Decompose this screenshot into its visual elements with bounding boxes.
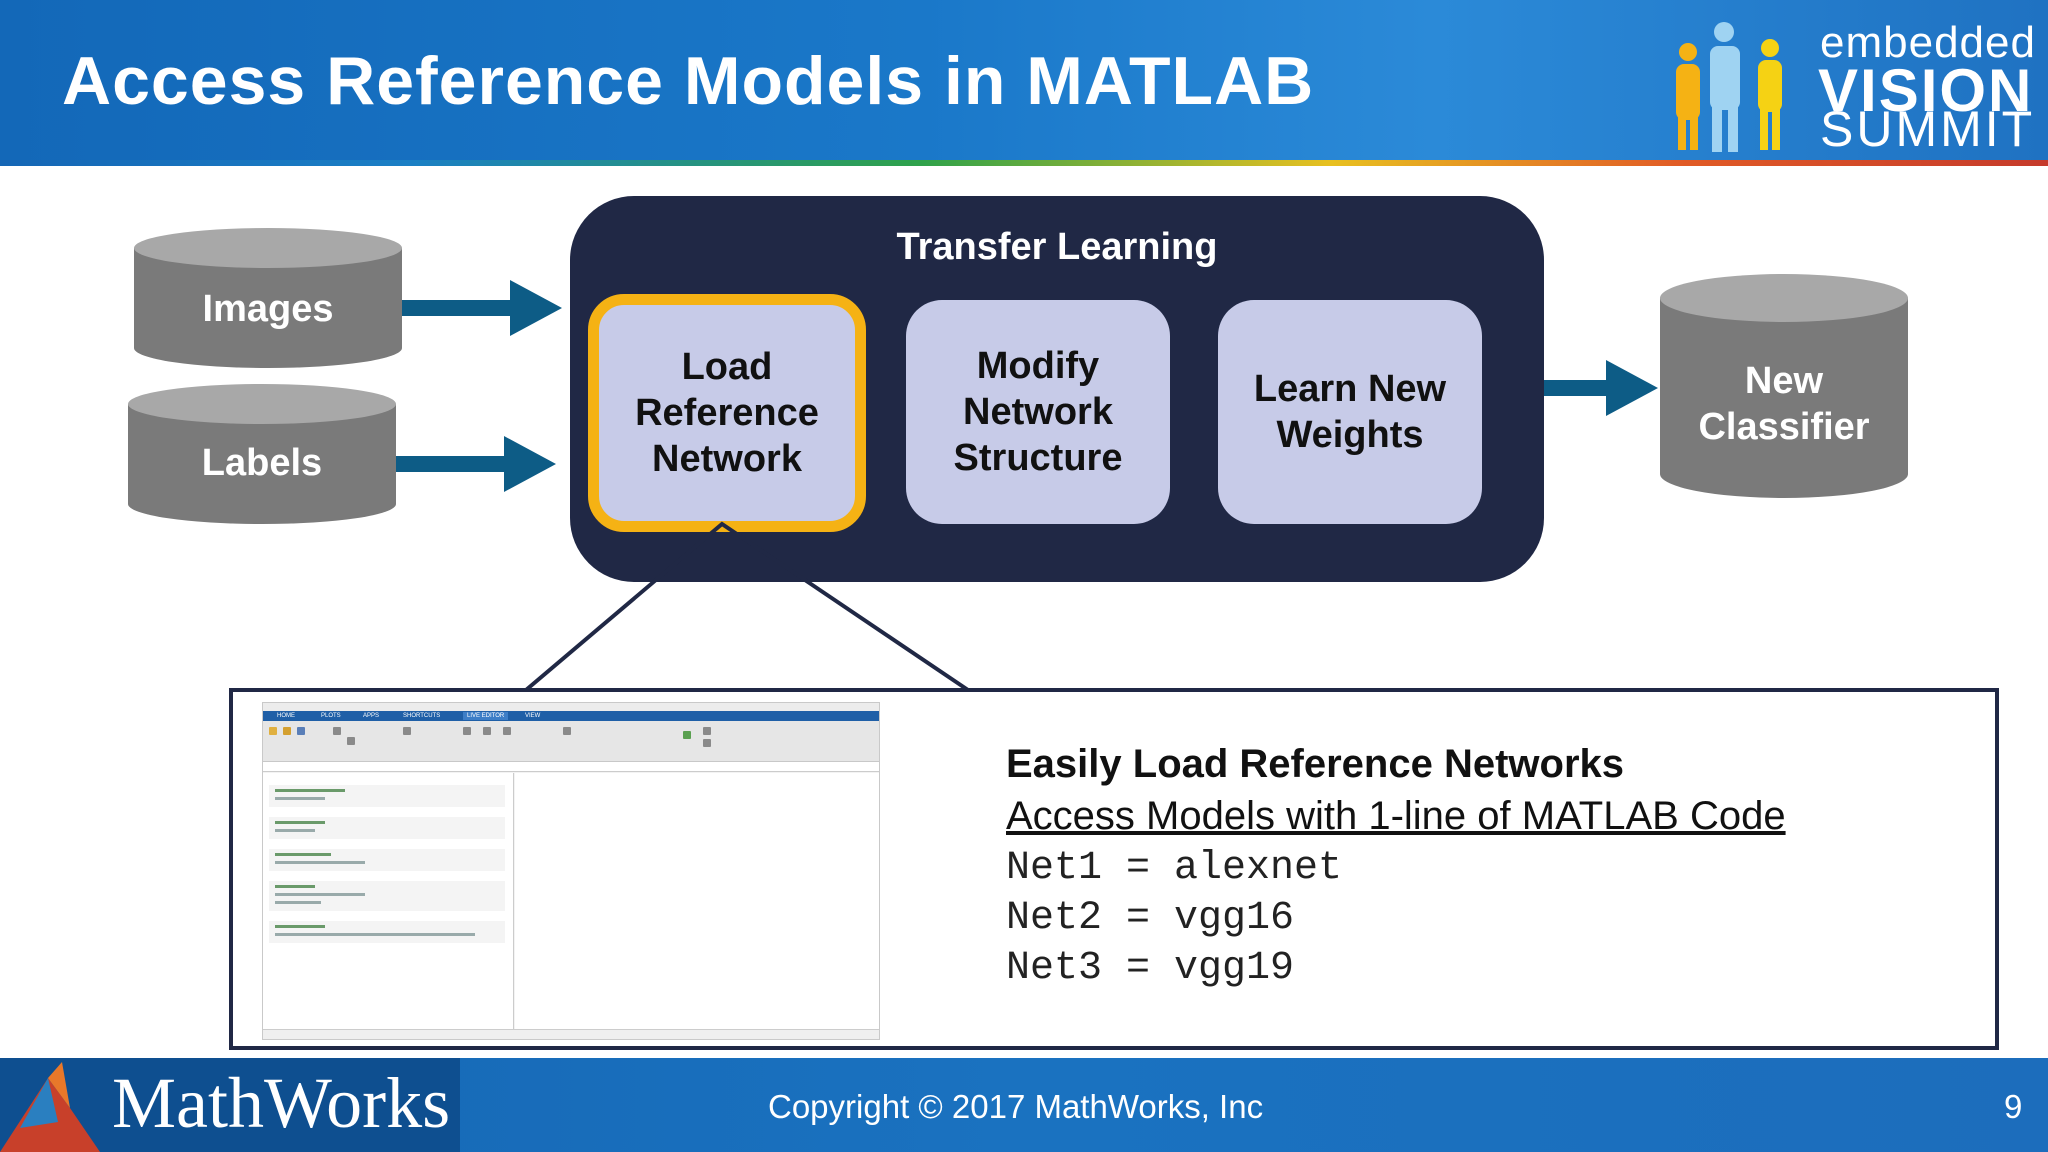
modify-network-structure-step: Modify Network Structure	[906, 300, 1170, 524]
new-icon[interactable]	[269, 727, 277, 735]
matlab-screenshot: HOME PLOTS APPS SHORTCUTS LIVE EDITOR VI…	[262, 702, 880, 1040]
matlab-tab[interactable]: APPS	[363, 713, 380, 719]
images-cylinder: Images	[134, 228, 402, 370]
images-arrow-icon	[402, 280, 562, 336]
page-number: 9	[2004, 1088, 2023, 1125]
new-classifier-line: Classifier	[1698, 406, 1870, 448]
code-line	[275, 797, 325, 800]
code-line	[275, 893, 365, 896]
equation-icon[interactable]	[563, 727, 571, 735]
code-line-net1: Net1 = alexnet	[1006, 846, 1343, 891]
step-line: Modify	[976, 345, 1100, 387]
step-line: Learn New	[1253, 368, 1447, 410]
find-icon[interactable]	[333, 727, 341, 735]
code-line-net3: Net3 = vgg19	[1006, 946, 1295, 991]
embedded-vision-summit-logo: embedded VISION SUMMIT	[1660, 8, 2035, 157]
code-comment	[275, 885, 315, 888]
matlab-tab[interactable]: HOME	[277, 713, 295, 719]
learn-new-weights-step: Learn New Weights	[1218, 300, 1482, 524]
code-section	[269, 921, 505, 943]
matlab-tab-active[interactable]: LIVE EDITOR	[463, 712, 509, 720]
run-icon[interactable]	[683, 731, 691, 739]
slide-header: Access Reference Models in MATLAB embedd…	[0, 0, 2048, 160]
logo-summit-text: SUMMIT	[1820, 101, 2036, 157]
code-section	[269, 817, 505, 839]
matlab-address-bar[interactable]	[263, 762, 879, 772]
callout-heading: Easily Load Reference Networks	[1006, 742, 1625, 786]
code-comment	[275, 925, 325, 928]
labels-cylinder: Labels	[128, 384, 396, 526]
code-line	[275, 933, 475, 936]
run-advance-icon[interactable]	[703, 739, 711, 747]
modify-network-structure-text: Modify Network Structure	[954, 343, 1123, 481]
labels-label: Labels	[201, 442, 323, 484]
step-line: Weights	[1276, 414, 1424, 456]
code-comment	[275, 821, 325, 824]
load-reference-network-step: Load Reference Network	[588, 294, 866, 532]
code-comment	[275, 789, 345, 792]
matlab-live-editor[interactable]	[263, 773, 514, 1029]
mathworks-membrane-icon	[0, 1062, 100, 1152]
copyright-text: Copyright © 2017 MathWorks, Inc	[768, 1088, 1264, 1125]
matlab-statusbar	[263, 1029, 879, 1039]
code-comment	[275, 853, 331, 856]
text-icon[interactable]	[483, 727, 491, 735]
step-line: Reference	[635, 392, 819, 434]
callout-subheading: Access Models with 1-line of MATLAB Code	[1006, 794, 1786, 838]
slide-title: Access Reference Models in MATLAB	[62, 43, 1315, 119]
step-line: Load	[681, 346, 773, 388]
images-cylinder-shape	[134, 228, 402, 368]
matlab-tabstrip: HOME PLOTS APPS SHORTCUTS LIVE EDITOR VI…	[263, 711, 879, 721]
output-arrow-icon	[1544, 360, 1658, 416]
compare-icon[interactable]	[347, 737, 355, 745]
mathworks-logo	[0, 1058, 460, 1152]
logo-embedded-text: embedded	[1820, 18, 2036, 67]
matlab-tab[interactable]: VIEW	[525, 713, 541, 719]
code-icon[interactable]	[463, 727, 471, 735]
labels-arrow-icon	[396, 436, 556, 492]
labels-cylinder-shape	[128, 384, 396, 524]
run-section-icon[interactable]	[703, 727, 711, 735]
matlab-toolstrip	[263, 721, 879, 762]
matlab-tab[interactable]: SHORTCUTS	[403, 713, 441, 719]
format-icon[interactable]	[403, 727, 411, 735]
save-icon[interactable]	[297, 727, 305, 735]
open-icon[interactable]	[283, 727, 291, 735]
load-reference-network-text: Load Reference Network	[635, 344, 819, 482]
images-label: Images	[202, 288, 334, 330]
matlab-titlebar	[263, 703, 879, 711]
new-classifier-cylinder: New Classifier	[1660, 274, 1908, 500]
code-line	[275, 861, 365, 864]
code-line	[275, 901, 321, 904]
new-classifier-label: New Classifier	[1660, 358, 1908, 450]
new-classifier-cylinder-shape	[1660, 274, 1908, 498]
code-line-net2: Net2 = vgg16	[1006, 896, 1295, 941]
people-silhouettes-icon	[1676, 22, 1782, 152]
transfer-learning-title: Transfer Learning	[896, 226, 1218, 268]
logo-vision-text: VISION	[1818, 57, 2034, 124]
step-line: Structure	[953, 437, 1123, 479]
transfer-learning-box: Transfer Learning Load Reference Network…	[570, 196, 1544, 582]
step-line: Network	[963, 391, 1113, 433]
code-line	[275, 829, 315, 832]
mathworks-wordmark: MathWorks	[112, 1063, 451, 1143]
matlab-output-pane	[515, 773, 879, 1029]
header-rainbow-stripe	[0, 160, 2048, 166]
new-classifier-line: New	[1744, 360, 1824, 402]
section-icon[interactable]	[503, 727, 511, 735]
matlab-tab[interactable]: PLOTS	[321, 713, 341, 719]
learn-new-weights-text: Learn New Weights	[1254, 366, 1446, 458]
step-line: Network	[652, 438, 802, 480]
